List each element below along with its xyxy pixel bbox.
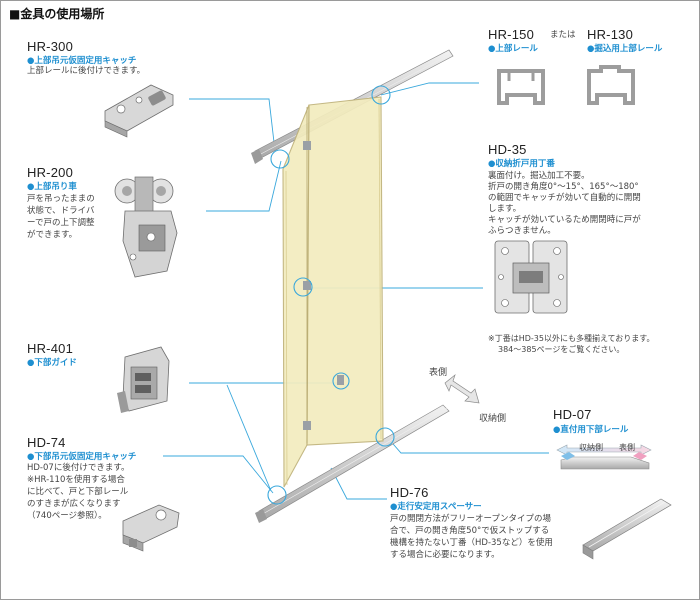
hd07-arrow-left <box>561 452 575 460</box>
storage-side-label: 収納側 <box>479 414 507 424</box>
hd35-desc-line: ふらつきません。 <box>488 226 556 236</box>
hr150-profile <box>497 69 545 105</box>
hr200-subtitle: ●上部吊り車 <box>27 182 77 192</box>
callout-top-right <box>371 85 391 105</box>
hd74-model: HD-74 <box>27 435 66 450</box>
leader-hd07 <box>386 436 549 454</box>
hd74-subtitle: ●下部吊元仮固定用キャッチ <box>27 452 137 462</box>
door-panel-right <box>306 96 384 446</box>
hr130-profile <box>587 65 635 105</box>
door-guide <box>337 375 344 385</box>
page-heading: ■金具の使用場所 <box>9 7 105 21</box>
leader-hd74-a <box>226 384 272 492</box>
front-side-label: 表側 <box>429 368 448 378</box>
door-panels <box>282 96 384 488</box>
hd74-desc-line: に比べて、戸と下部レール <box>27 487 129 497</box>
hd76-desc-line: 機構を持たない丁番（HD-35など）を使用 <box>390 538 553 548</box>
hr150-subtitle: ●上部レール <box>488 44 538 54</box>
bottom-rail-end <box>255 509 267 523</box>
hd74-part <box>122 504 180 552</box>
direction-arrow <box>444 373 480 404</box>
or-label: または <box>550 30 576 40</box>
door-hinge-top <box>303 141 311 150</box>
hd35-model: HD-35 <box>488 142 527 157</box>
hd35-desc-line: します。 <box>488 204 522 214</box>
hr401-subtitle: ●下部ガイド <box>27 358 77 368</box>
leader-hd74-b <box>163 455 274 494</box>
hd74-desc-line: のすきまが広くなります <box>27 499 121 509</box>
hr130-model: HR-130 <box>587 27 633 42</box>
hd35-subtitle: ●収納折戸用丁番 <box>488 159 555 169</box>
hd07-bar-storage-label: 収納側 <box>579 443 603 452</box>
hd07-bar-front-label: 表側 <box>619 443 635 452</box>
leader-hr300 <box>189 98 276 152</box>
hr150-model: HR-150 <box>488 27 534 42</box>
hr300-part <box>104 84 174 138</box>
hd76-desc-line: 合で、戸の開き角度50°で仮ストップする <box>390 526 550 536</box>
hr401-model: HR-401 <box>27 341 73 356</box>
callout-hinge <box>293 277 313 297</box>
hd74-desc-line: HD-07に後付けできます。 <box>27 463 130 473</box>
hd07-subtitle: ●直付用下部レール <box>553 425 629 435</box>
hd07-bar <box>556 444 652 470</box>
hd35-desc-line: 裏面付け。掘込加工不要。 <box>488 171 590 181</box>
hr401-part <box>117 346 170 413</box>
top-rail-end <box>251 149 263 164</box>
hd35-desc-line: の範囲でキャッチが効いて自動的に開閉 <box>488 193 641 203</box>
hr200-part <box>114 176 178 278</box>
callout-bottom-right <box>375 427 395 447</box>
hd07-model: HD-07 <box>553 407 592 422</box>
hr300-subtitle: ●上部吊元仮固定用キャッチ <box>27 56 137 66</box>
hd35-part <box>494 240 568 314</box>
leader-hr200 <box>206 160 282 212</box>
callout-top-left <box>270 149 290 169</box>
hd35-desc-line: 折戸の開き角度0°～15°、165°～180° <box>488 182 639 192</box>
door-hinge-bottom <box>303 421 311 430</box>
callout-bottom-left <box>267 485 287 505</box>
hd35-note-line: ※丁番はHD-35以外にも多種揃えております。 <box>488 334 655 343</box>
callout-guide <box>332 372 350 390</box>
hr200-desc-line: 戸を吊ったままの <box>27 194 95 204</box>
leader-hr150 <box>380 82 479 96</box>
door-hinge-middle <box>303 281 311 290</box>
hd74-desc-line: （740ページ参照）。 <box>27 511 107 521</box>
hd76-part <box>582 498 672 560</box>
hd76-desc-line: する場合に必要になります。 <box>390 550 500 560</box>
hr300-model: HR-300 <box>27 39 73 54</box>
hr130-subtitle: ●掘込用上部レール <box>587 44 663 54</box>
hr300-desc-line: 上部レールに後付けできます。 <box>27 66 146 76</box>
callout-circles <box>267 85 395 505</box>
hr200-desc-line: 状態で、ドライバ <box>27 206 95 216</box>
hd07-arrow-right <box>633 452 647 460</box>
hr200-desc-line: ができます。 <box>27 230 78 240</box>
hd76-model: HD-76 <box>390 485 429 500</box>
hd35-note-line: 384～385ページをご覧ください。 <box>498 345 625 354</box>
hd76-subtitle: ●走行安定用スペーサー <box>390 502 482 512</box>
hr200-desc-line: ーで戸の上下調整 <box>27 218 95 228</box>
hd35-desc-line: キャッチが効いているため開閉時に戸が <box>488 215 641 225</box>
hd74-desc-line: ※HR-110を使用する場合 <box>27 475 125 485</box>
hd76-desc-line: 戸の開閉方法がフリーオープンタイプの場 <box>390 514 551 524</box>
hr200-model: HR-200 <box>27 165 73 180</box>
leader-hd76 <box>330 467 387 500</box>
